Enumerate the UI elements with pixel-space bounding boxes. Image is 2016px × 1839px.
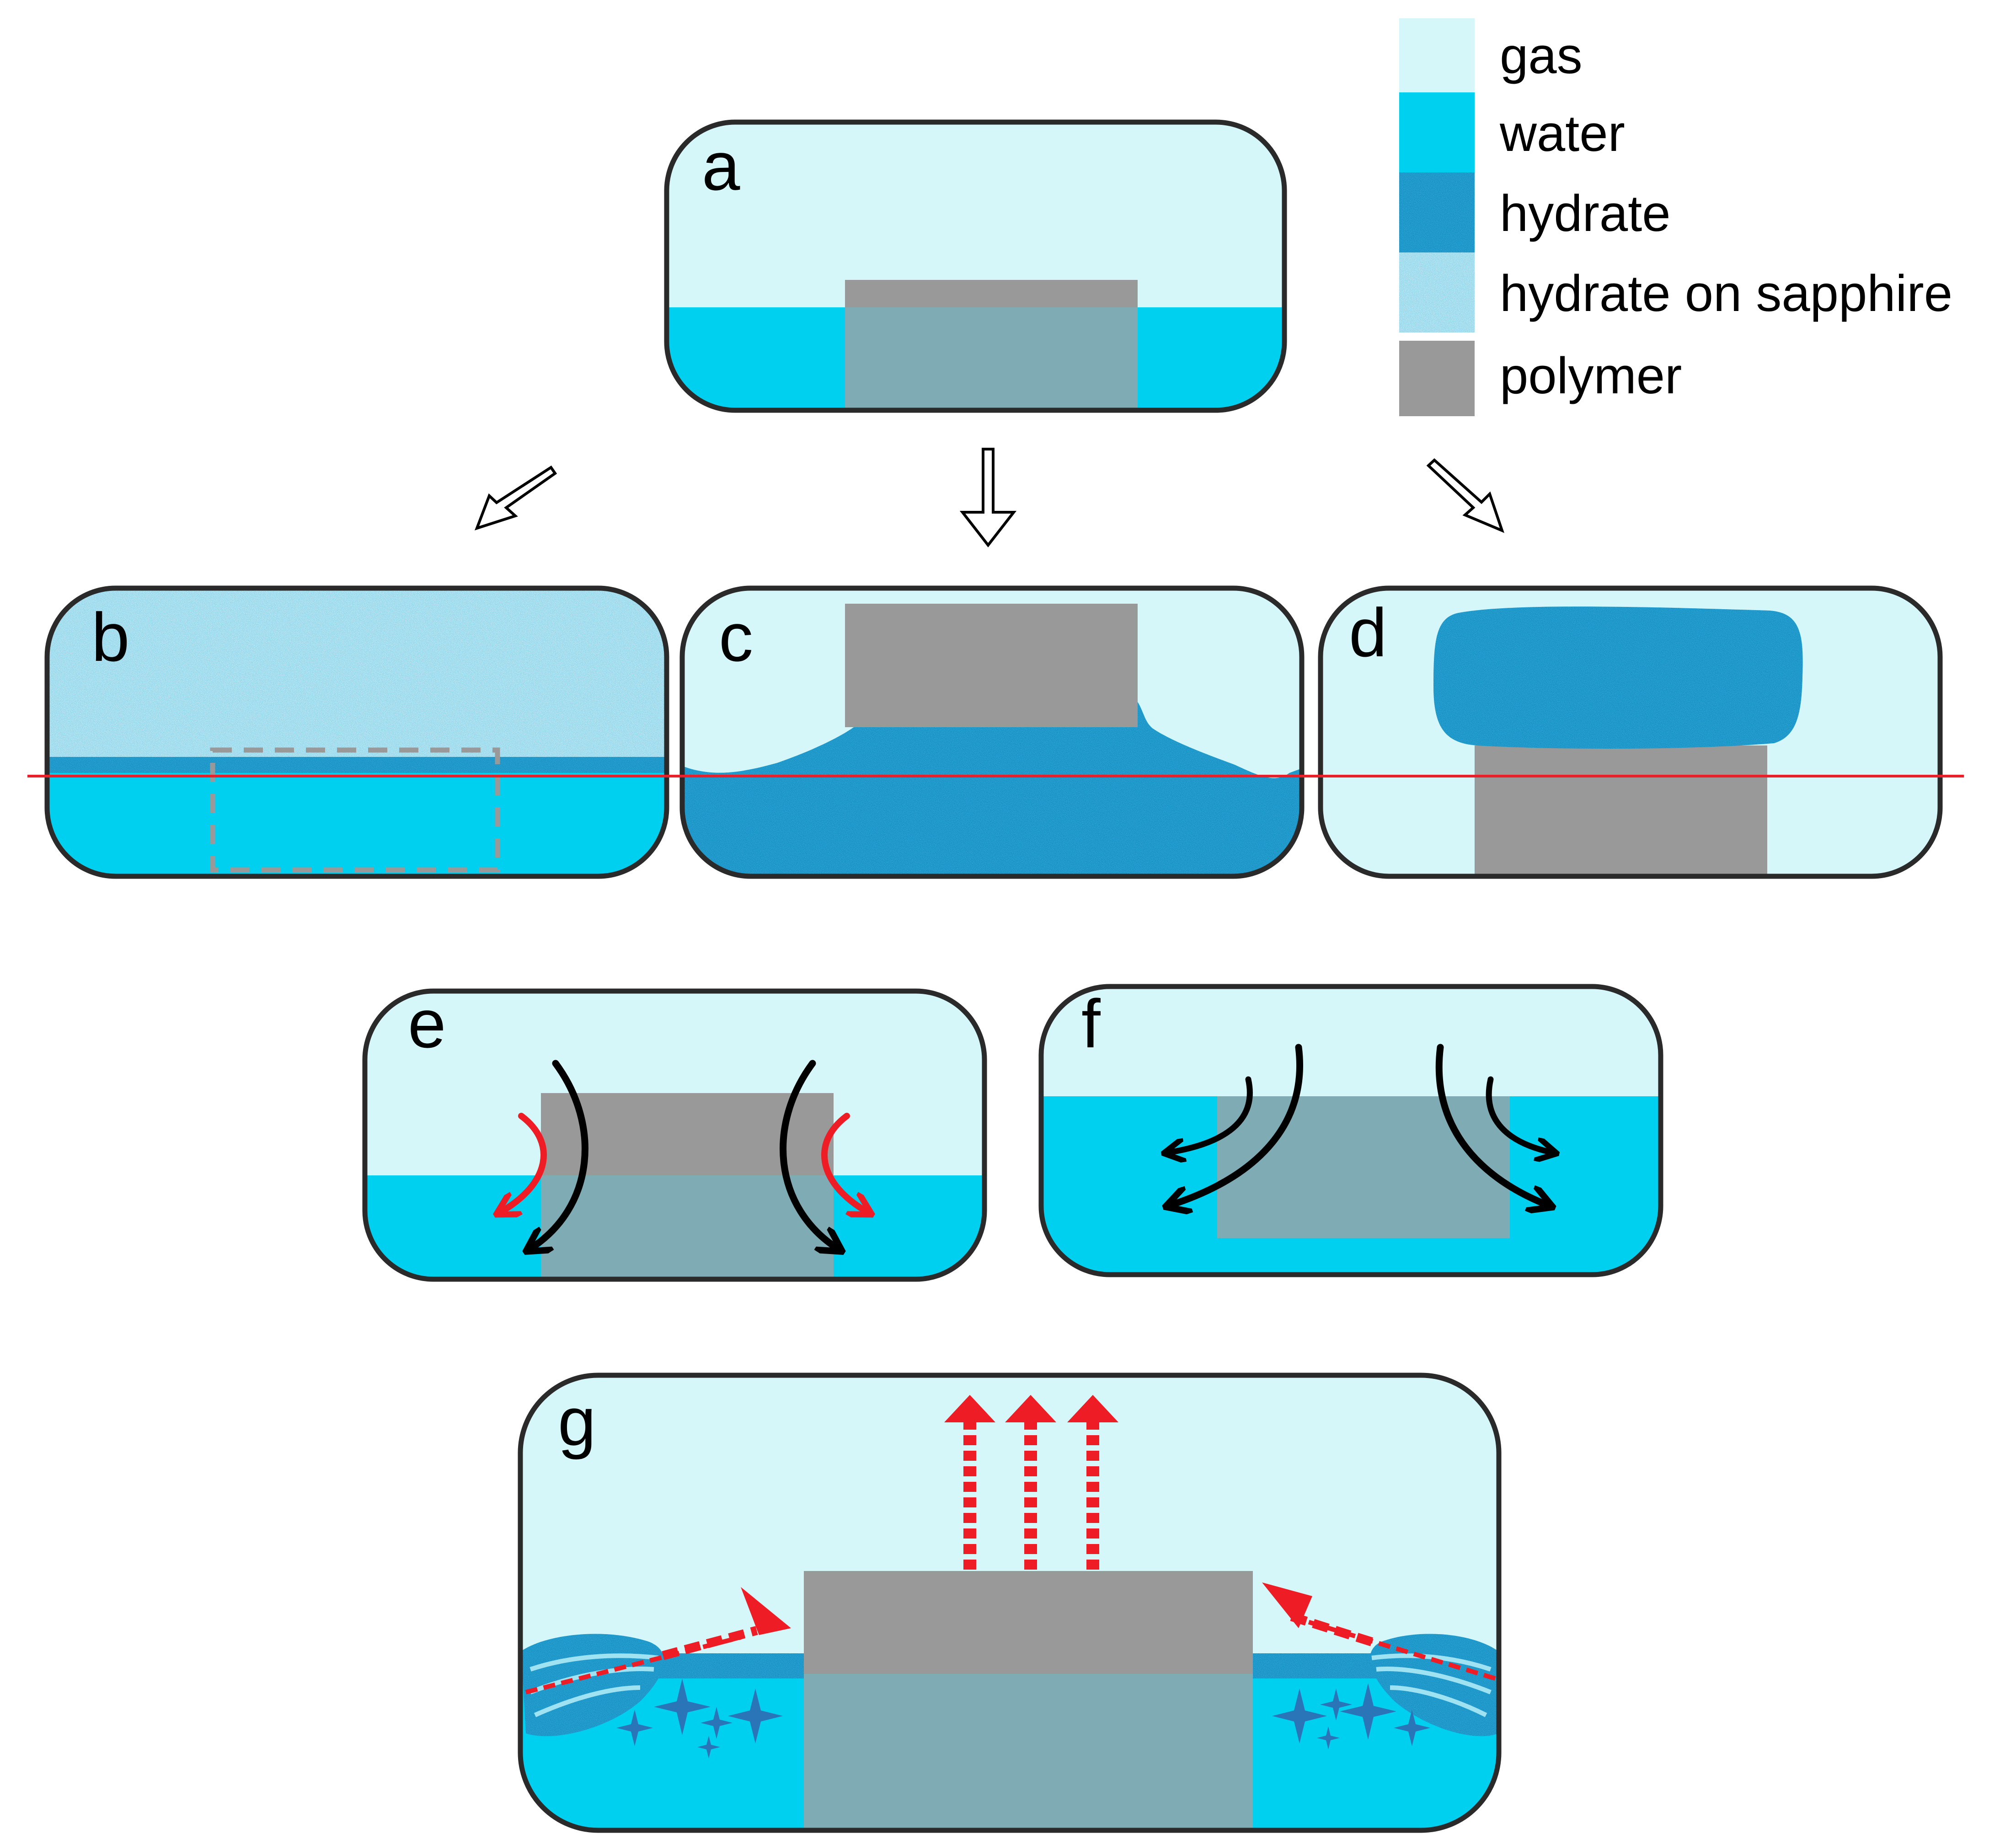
up-arrow-1 [944, 1395, 995, 1570]
diffusion-arrow-right [1262, 1582, 1496, 1681]
legend-label-water: water [1499, 105, 1625, 162]
panel-b: b [44, 585, 669, 879]
legend-swatch-water [1399, 92, 1475, 172]
legend-label-hydrate-on-sapphire: hydrate on sapphire [1500, 265, 1952, 322]
panel-a: a [664, 119, 1287, 413]
up-arrow-3 [1067, 1395, 1118, 1570]
panel-g: g [518, 1373, 1502, 1833]
diffusion-arrow-left [525, 1587, 791, 1694]
flow-arrows-f [1168, 1044, 1552, 1205]
legend-swatch-hydrate [1399, 172, 1475, 252]
red-curve-left [501, 1113, 547, 1212]
transition-arrows [474, 448, 1504, 547]
upward-release-arrows [944, 1395, 1118, 1570]
legend-label-polymer: polymer [1500, 347, 1682, 404]
legend-swatch-polymer [1399, 341, 1475, 416]
arrow-a-to-d [1426, 458, 1504, 533]
legend-label-gas: gas [1500, 27, 1583, 84]
panel-e: e [362, 985, 987, 1282]
inner-curve-left [1168, 1076, 1253, 1153]
legend-swatch-gas [1399, 18, 1475, 92]
legend: gas water hydrate hydrate on sapphire po… [1399, 18, 1952, 416]
red-curve-right [821, 1113, 867, 1212]
outer-curve-right [1435, 1044, 1548, 1205]
hydrate-cap [1433, 606, 1803, 749]
panel-letter-a: a [702, 128, 740, 204]
black-curve-left [530, 1060, 588, 1249]
legend-label-hydrate: hydrate [1500, 185, 1671, 242]
legend-swatch-hydrate-on-sapphire [1399, 252, 1475, 332]
arrow-a-to-c [959, 448, 1017, 547]
panel-letter-d: d [1349, 594, 1387, 671]
up-arrow-2 [1005, 1395, 1056, 1570]
panel-d: d [1318, 585, 1943, 879]
sparkles-left [616, 1678, 783, 1759]
arrow-a-to-b [474, 465, 557, 531]
sparkles-right [1272, 1683, 1430, 1749]
panel-letter-c: c [719, 599, 753, 676]
black-curve-right [780, 1060, 838, 1249]
outer-curve-left [1171, 1044, 1304, 1205]
flow-arrows-e [501, 1060, 867, 1249]
panel-letter-f: f [1081, 985, 1101, 1062]
hydrate-shell-right [1370, 1634, 1498, 1737]
panel-f: f [1038, 984, 1663, 1277]
inner-curve-right [1486, 1076, 1552, 1153]
dashed-polymer-outline [210, 747, 500, 873]
panel-letter-e: e [408, 985, 446, 1062]
panel-c: c [679, 585, 1305, 879]
hydrate-mound [682, 697, 1302, 876]
panel-letter-g: g [558, 1383, 596, 1460]
panel-letter-b: b [91, 599, 129, 676]
